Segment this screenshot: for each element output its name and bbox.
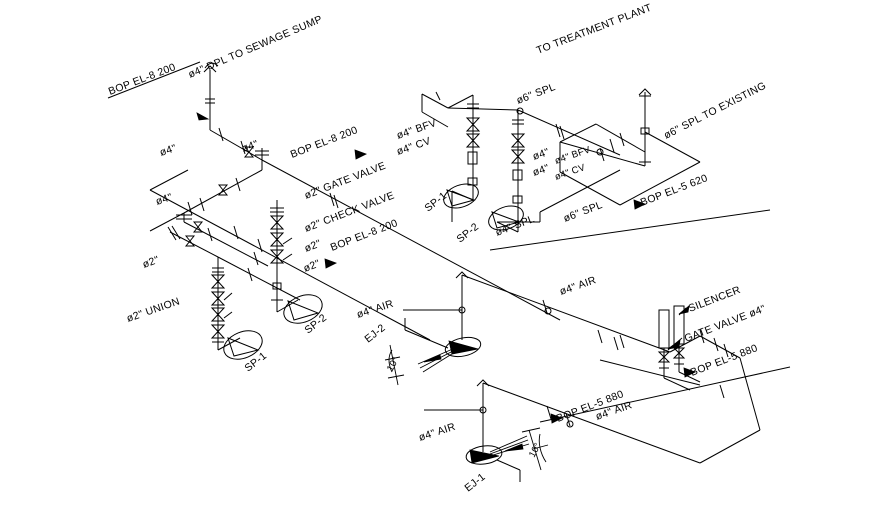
silencer-assembly	[599, 305, 701, 391]
air-line-network	[384, 271, 761, 482]
bop-el-5-880-headers	[539, 366, 791, 424]
pump-sp2-left-symbol	[283, 294, 323, 324]
label-dia2-a: ø2"	[141, 254, 161, 271]
label-dia4-b: ø4"	[158, 142, 178, 159]
label-dia4-d: ø4"	[531, 146, 551, 163]
ejector-ej2-symbol	[444, 336, 482, 358]
label-dia4-c: ø4"	[154, 191, 174, 208]
upper-left-pipe-network	[167, 62, 301, 301]
pump-sp2-center-symbol	[488, 205, 524, 231]
label-dia4-a: ø4"	[240, 138, 260, 155]
label-dia2-b: ø2"	[303, 238, 323, 255]
elevation-callout-arrows	[324, 149, 647, 269]
label-dia4-e: ø4"	[531, 162, 551, 179]
pump-sp1-center-symbol	[443, 183, 479, 209]
pump-sp1-left-symbol	[223, 330, 263, 360]
label-dia2-c: ø2"	[302, 258, 322, 275]
right-upper-branch	[489, 88, 771, 251]
left-pump-risers	[210, 200, 323, 360]
center-pump-station	[421, 91, 621, 233]
